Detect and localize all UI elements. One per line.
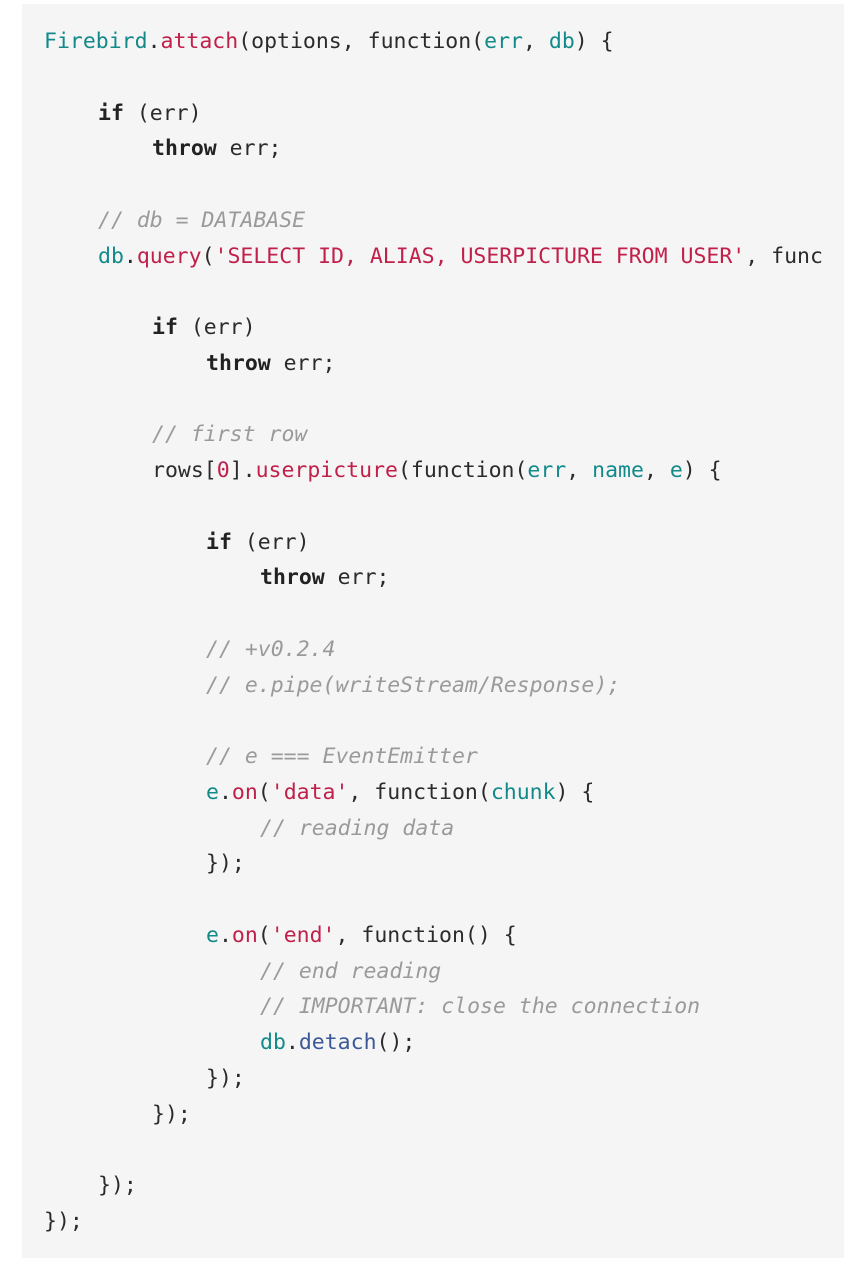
code-line: }); <box>98 1168 137 1204</box>
code-token: if <box>98 100 124 126</box>
code-token: if <box>206 529 232 555</box>
code-token: e <box>206 779 219 805</box>
code-token: ( <box>257 922 271 948</box>
code-token: on <box>231 779 258 805</box>
code-line: if (err) <box>206 525 310 561</box>
code-token: ) { <box>555 779 595 805</box>
code-line: }); <box>206 846 245 882</box>
code-token: (options, function( <box>238 29 485 54</box>
code-token: (err) <box>123 100 202 126</box>
code-token: name <box>592 458 644 483</box>
code-token: throw <box>206 350 271 376</box>
code-line: db.detach(); <box>260 1025 415 1061</box>
code-token: . <box>218 779 232 805</box>
code-token: ) { <box>574 29 614 54</box>
code-token: // first row <box>152 422 308 448</box>
code-token: ]. <box>229 458 256 483</box>
code-token: // db = DATABASE <box>98 207 306 233</box>
code-token: ( <box>201 243 215 269</box>
code-token: // end reading <box>260 958 442 984</box>
code-token: }); <box>98 1173 137 1198</box>
code-token: Firebird <box>44 29 148 54</box>
code-line: e.on('end', function() { <box>206 918 517 954</box>
code-token: rows[ <box>152 458 217 483</box>
code-token: . <box>218 922 232 948</box>
code-token: , function() { <box>335 922 517 948</box>
code-line: throw err; <box>260 560 389 596</box>
code-line: if (err) <box>98 96 202 132</box>
code-block: Firebird.attach(options, function(err, d… <box>22 4 844 1258</box>
code-token: 0 <box>216 458 230 483</box>
code-token: }); <box>206 1065 245 1091</box>
code-token: err; <box>216 136 282 162</box>
code-token: , <box>643 458 670 483</box>
code-token: db <box>98 243 124 269</box>
code-token: err; <box>324 565 390 591</box>
code-token: e <box>206 922 219 948</box>
code-token: }); <box>44 1208 83 1234</box>
code-token: , func <box>745 243 823 269</box>
code-line: }); <box>152 1097 191 1133</box>
code-token: on <box>231 922 258 948</box>
code-token: 'data' <box>270 779 349 805</box>
code-token: . <box>123 243 137 269</box>
code-token: , function( <box>348 779 491 805</box>
code-line: throw err; <box>152 131 281 167</box>
code-token: e <box>669 458 683 483</box>
code-token: // e === EventEmitter <box>206 744 478 769</box>
code-line: throw err; <box>206 346 335 382</box>
code-line: }); <box>44 1204 83 1240</box>
code-token: 'SELECT ID, ALIAS, USERPICTURE FROM USER… <box>214 243 746 269</box>
code-line: Firebird.attach(options, function(err, d… <box>44 24 614 60</box>
code-token: ( <box>257 779 271 805</box>
code-token: userpicture <box>255 458 398 483</box>
code-line: // e === EventEmitter <box>206 739 478 775</box>
code-line: // db = DATABASE <box>98 203 305 239</box>
code-token: (err) <box>231 529 310 555</box>
code-line: // first row <box>152 417 307 453</box>
code-token: attach <box>160 29 239 54</box>
code-token: (function( <box>397 458 528 483</box>
code-token: query <box>136 243 202 269</box>
code-token: , <box>522 29 549 54</box>
code-token: (err) <box>177 315 256 340</box>
code-token: ) { <box>682 458 722 483</box>
code-token: // e.pipe(writeStream/Response); <box>206 672 621 698</box>
code-token: detach <box>298 1030 377 1055</box>
code-token: throw <box>152 136 217 162</box>
code-token: // reading data <box>260 815 455 841</box>
code-token: db <box>260 1030 286 1055</box>
code-line: db.query('SELECT ID, ALIAS, USERPICTURE … <box>98 239 823 275</box>
code-token: }); <box>206 851 245 877</box>
code-token: . <box>285 1030 299 1055</box>
code-token: , <box>566 458 593 483</box>
code-token: err <box>484 29 523 54</box>
code-token: chunk <box>490 779 556 805</box>
code-token: db <box>548 29 575 54</box>
code-line: // IMPORTANT: close the connection <box>260 989 700 1025</box>
code-line: // reading data <box>260 811 454 847</box>
code-line: rows[0].userpicture(function(err, name, … <box>152 453 722 489</box>
code-token: . <box>147 29 161 54</box>
code-line: // end reading <box>260 954 441 990</box>
code-token: 'end' <box>270 922 336 948</box>
code-token: if <box>152 315 178 340</box>
code-token: // +v0.2.4 <box>206 636 336 662</box>
code-line: }); <box>206 1061 245 1097</box>
code-line: e.on('data', function(chunk) { <box>206 775 594 811</box>
code-token: // IMPORTANT: close the connection <box>260 994 701 1020</box>
code-token: (); <box>376 1030 416 1055</box>
code-token: throw <box>260 565 325 591</box>
code-token: err <box>527 458 567 483</box>
code-line: // e.pipe(writeStream/Response); <box>206 668 620 704</box>
code-token: }); <box>152 1101 191 1127</box>
code-token: err; <box>270 350 336 376</box>
code-line: // +v0.2.4 <box>206 632 335 668</box>
code-line: if (err) <box>152 310 256 346</box>
